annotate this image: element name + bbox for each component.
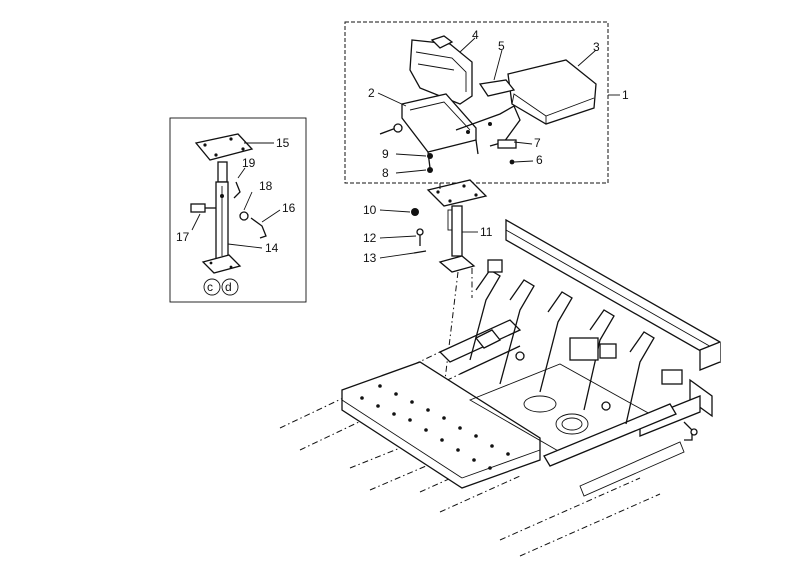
seat-column-tube (451, 205, 463, 257)
column-base-plate (438, 255, 476, 273)
callout-7: 7 (534, 136, 541, 150)
column-top-plate (426, 179, 488, 207)
callout-9: 9 (382, 147, 389, 161)
nut-10 (411, 208, 419, 216)
variant-mark-right-text: d (225, 280, 232, 294)
inset-top-plate (194, 133, 254, 161)
callout-4: 4 (472, 28, 479, 42)
seat-bolt (379, 127, 397, 135)
callout-3: 3 (593, 40, 600, 54)
callout-13: 13 (363, 251, 377, 265)
seat-armrest (478, 79, 516, 97)
variant-inset-box (169, 117, 307, 303)
inset-nut-18 (239, 211, 249, 221)
seat-adjust-block (497, 139, 517, 149)
callout-19: 19 (242, 156, 256, 170)
chassis-frame (279, 218, 721, 557)
callout-6: 6 (536, 153, 543, 167)
inset-pin-19 (233, 181, 241, 199)
nut-8 (427, 167, 433, 173)
callout-1: 1 (622, 88, 629, 102)
bolt-6 (509, 159, 515, 165)
callout-18: 18 (259, 179, 273, 193)
front-cross-member (341, 361, 541, 489)
washer-13 (413, 250, 427, 254)
seat-frame (401, 93, 477, 153)
variant-mark-left-text: c (207, 280, 213, 294)
callout-14: 14 (265, 241, 279, 255)
callout-17: 17 (176, 230, 190, 244)
callout-8: 8 (382, 166, 389, 180)
callout-5: 5 (498, 39, 505, 53)
callout-2: 2 (368, 86, 375, 100)
variant-mark-right (221, 278, 239, 296)
washer-9 (427, 153, 433, 159)
variant-mark-left (203, 278, 221, 296)
callout-16: 16 (282, 201, 296, 215)
callout-10: 10 (363, 203, 377, 217)
seat-cushion (507, 59, 597, 125)
inset-lever-16 (250, 217, 267, 239)
inset-base-plate (201, 254, 242, 274)
inset-knob-17 (190, 203, 206, 213)
seat-assembly-box (344, 21, 609, 184)
inset-upper-tube (217, 161, 228, 183)
callout-12: 12 (363, 231, 377, 245)
callout-11: 11 (480, 225, 493, 239)
callout-15: 15 (276, 136, 290, 150)
seat-backrest (409, 39, 473, 105)
